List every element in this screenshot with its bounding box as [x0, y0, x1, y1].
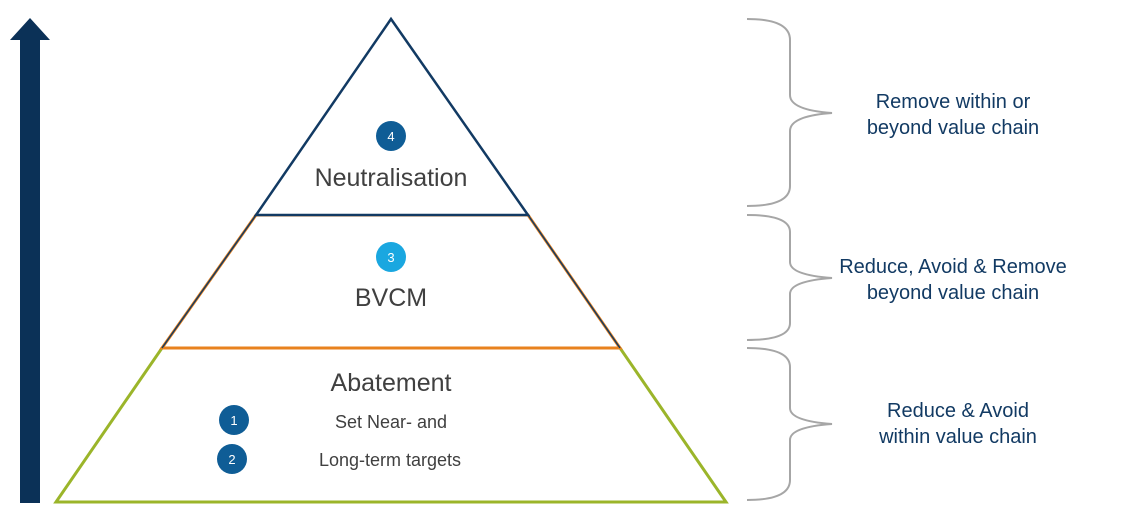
step-2-number: 2 — [228, 452, 235, 467]
up-arrow-icon — [10, 18, 50, 503]
neutralisation-label: Neutralisation — [315, 164, 468, 192]
up-arrow — [10, 18, 50, 503]
pyramid-left-edge — [161, 214, 257, 349]
step-1-number: 1 — [230, 413, 237, 428]
abatement-label: Abatement — [331, 369, 452, 397]
tier-neutralisation — [253, 16, 531, 217]
step-3-badge — [376, 242, 406, 272]
pyramid-right-edge — [527, 214, 621, 349]
step-4-badge — [376, 121, 406, 151]
step-2-badge — [217, 444, 247, 474]
step-1-text: Set Near- and — [335, 412, 447, 432]
tier-bvcm-content: 3 BVCM — [355, 242, 427, 312]
tier-neutralisation-content: 4 Neutralisation — [315, 121, 468, 192]
bvcm-label: BVCM — [355, 284, 427, 312]
step-1-badge — [219, 405, 249, 435]
brace-middle-icon — [746, 214, 833, 341]
step-3-number: 3 — [387, 250, 394, 265]
tier-bvcm — [159, 213, 623, 350]
brace-bottom-icon — [746, 347, 833, 501]
brace-top-icon — [746, 18, 833, 207]
braces — [746, 18, 833, 501]
step-2-text: Long-term targets — [319, 450, 461, 470]
step-4-number: 4 — [387, 129, 394, 144]
tier-abatement-content: Abatement 1 Set Near- and 2 Long-term ta… — [217, 369, 461, 474]
